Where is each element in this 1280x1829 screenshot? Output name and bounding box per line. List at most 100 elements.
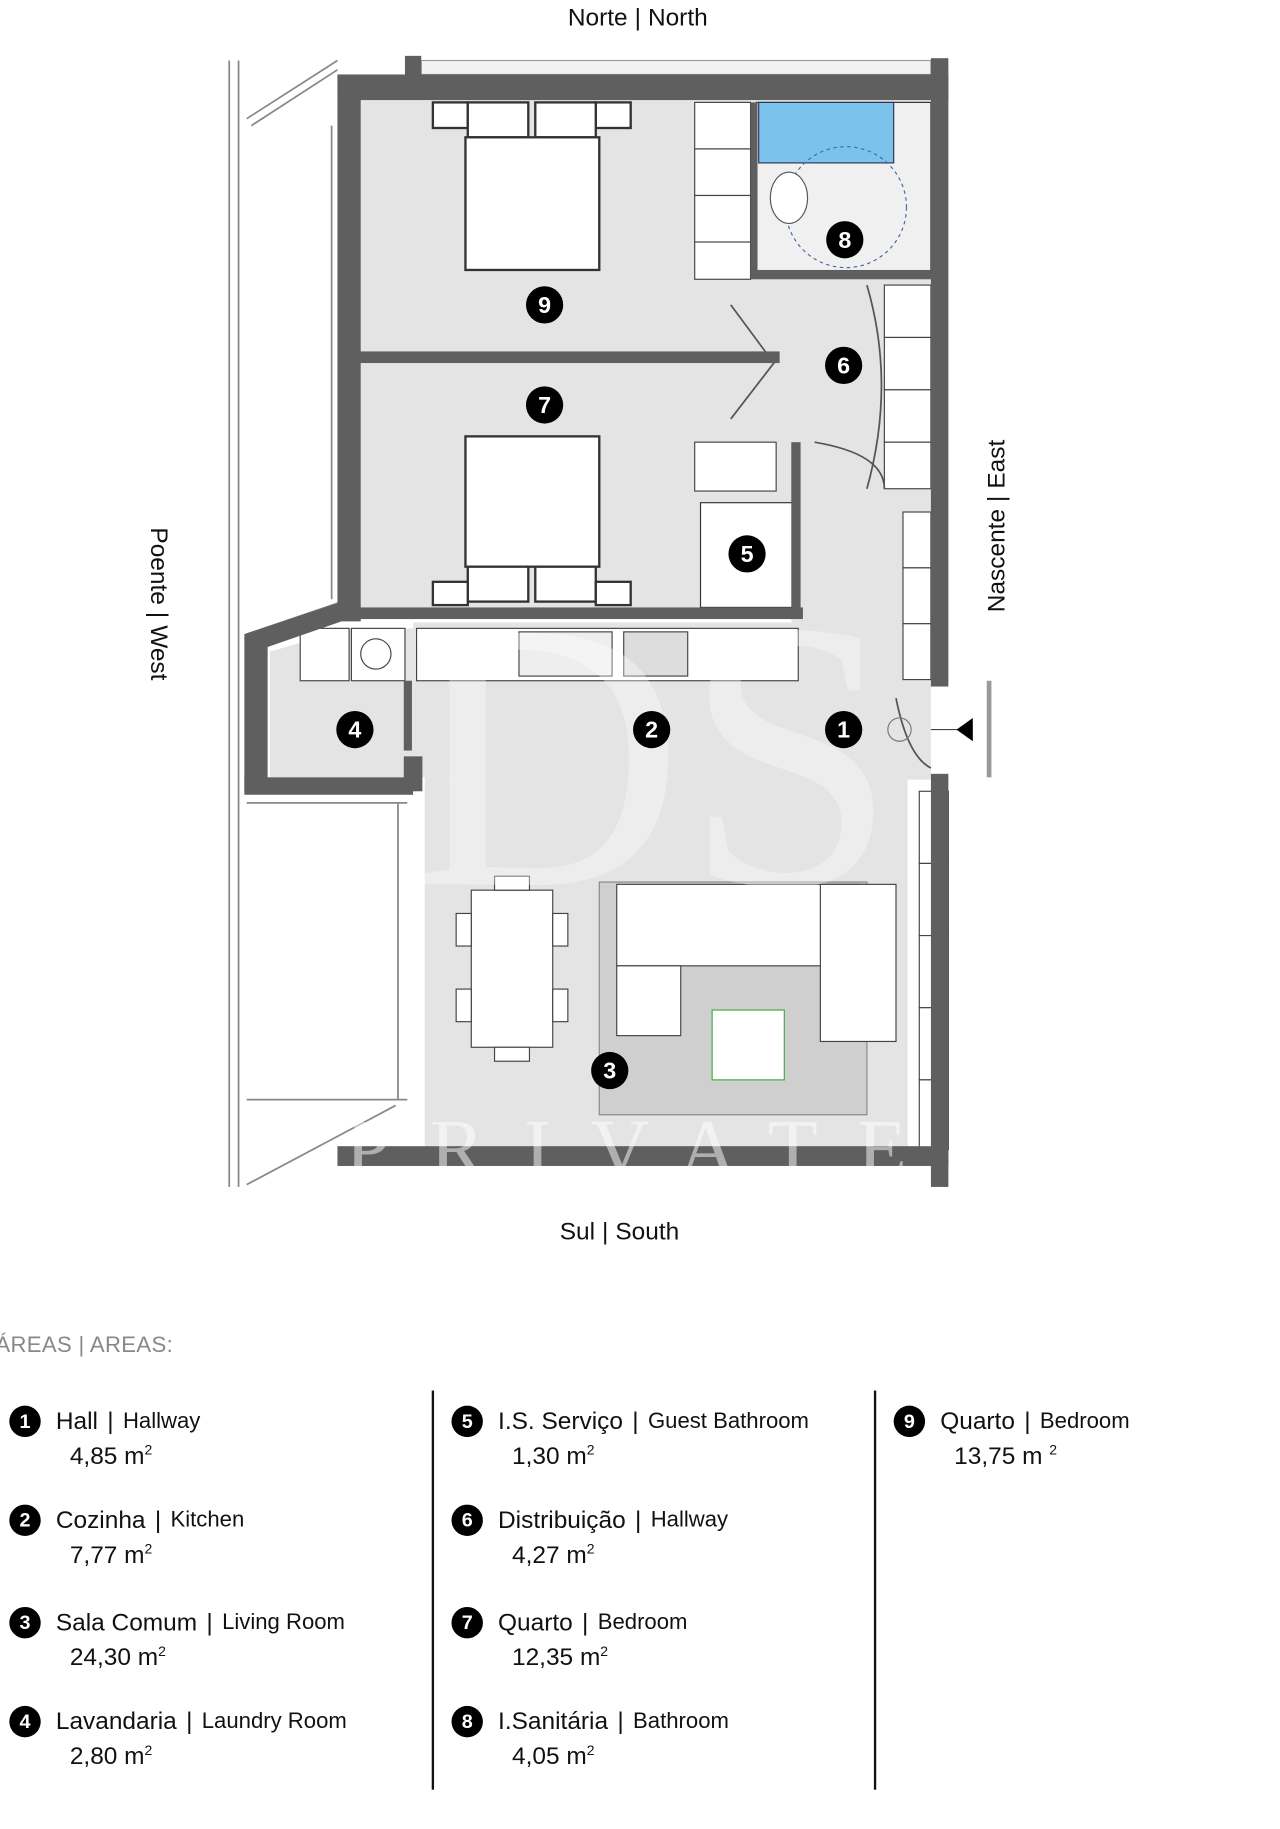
- area-value: 7,77 m: [69, 1541, 145, 1569]
- south-pt: Sul: [559, 1218, 596, 1246]
- wardrobes: [694, 101, 949, 1151]
- area-unit-exponent: 2: [144, 1741, 153, 1759]
- north-terrace: [420, 59, 932, 76]
- watermark-text: PRIVATE: [345, 1102, 946, 1193]
- area-number-badge: 8: [451, 1705, 483, 1738]
- marker-circle: [633, 710, 671, 749]
- room-area: 4,27 m2: [512, 1541, 728, 1570]
- area-number-badge: 9: [893, 1405, 926, 1438]
- north-en: North: [647, 4, 708, 32]
- area-item-label: 9 Quarto | Bedroom: [893, 1405, 1130, 1438]
- areas-title: ÁREAS | AREAS:: [0, 1333, 174, 1358]
- area-value: 2,80 m: [69, 1743, 145, 1770]
- dining-table: [470, 889, 554, 1048]
- area-unit-exponent: 2: [586, 1741, 595, 1759]
- doors: [730, 284, 932, 769]
- marker-circle: [728, 535, 766, 573]
- walls: [244, 55, 949, 1187]
- room-name-en: Bedroom: [1039, 1408, 1130, 1434]
- area-unit-exponent: 2: [144, 1441, 153, 1459]
- area-item: 8 I.Sanitária | Bathroom 4,05 m2: [451, 1705, 729, 1771]
- entrance-arrow-icon: [956, 717, 973, 742]
- area-item-label: 2 Cozinha | Kitchen: [9, 1504, 245, 1537]
- separator: |: [154, 1506, 162, 1534]
- marker-number: 4: [348, 717, 361, 743]
- watermark-logo: DS: [406, 543, 897, 968]
- separator: |: [582, 1608, 589, 1636]
- room-marker-4: 4: [336, 710, 374, 749]
- room-name-en: Hallway: [650, 1507, 729, 1532]
- room-name-pt: Sala Comum: [55, 1608, 198, 1636]
- area-item: 2 Cozinha | Kitchen 7,77 m2: [9, 1504, 245, 1570]
- separator: |: [107, 1407, 114, 1435]
- separator: |: [617, 1707, 624, 1735]
- room-area: 12,35 m2: [512, 1643, 687, 1672]
- room-area: 4,85 m2: [70, 1442, 201, 1471]
- area-item: 9 Quarto | Bedroom 13,75 m 2: [893, 1405, 1130, 1471]
- compass-south: Sul|South: [560, 1218, 680, 1246]
- area-unit-exponent: 2: [1049, 1441, 1058, 1459]
- area-number-badge: 6: [451, 1504, 483, 1537]
- room-name-en: Bedroom: [597, 1609, 688, 1635]
- living-furniture: [455, 875, 897, 1116]
- marker-circle: [825, 346, 863, 385]
- room-name-pt: Distribuição: [498, 1506, 626, 1534]
- area-value: 12,35 m: [512, 1644, 601, 1671]
- room-name-en: Bathroom: [633, 1708, 729, 1734]
- room-marker-8: 8: [826, 221, 864, 259]
- area-item-label: 8 I.Sanitária | Bathroom: [451, 1705, 729, 1738]
- area-item: 4 Lavandaria | Laundry Room 2,80 m2: [9, 1705, 347, 1771]
- area-number-badge: 4: [9, 1705, 41, 1738]
- beds: [431, 101, 632, 607]
- area-number-badge: 2: [9, 1504, 41, 1537]
- room-name-en: Kitchen: [170, 1507, 245, 1532]
- area-number-badge: 1: [9, 1405, 41, 1438]
- room-name-pt: I.Sanitária: [498, 1707, 609, 1735]
- marker-number: 3: [603, 1058, 616, 1084]
- area-item-label: 7 Quarto | Bedroom: [451, 1606, 688, 1639]
- room-area: 7,77 m2: [70, 1541, 244, 1570]
- toilet: [769, 171, 809, 225]
- room-name-en: Hallway: [122, 1408, 201, 1434]
- north-pt: Norte: [567, 4, 628, 32]
- column-divider: [431, 1390, 435, 1790]
- south-en: South: [615, 1218, 680, 1246]
- room-marker-7: 7: [525, 386, 564, 424]
- marker-circle: [591, 1051, 629, 1090]
- room-name-pt: Quarto: [498, 1608, 573, 1636]
- area-value: 13,75 m: [954, 1442, 1050, 1470]
- room-name-pt: I.S. Serviço: [498, 1407, 623, 1435]
- separator: |: [186, 1707, 193, 1735]
- marker-circle: [826, 221, 864, 259]
- room-marker-6: 6: [825, 346, 863, 385]
- area-item: 5 I.S. Serviço | Guest Bathroom 1,30 m2: [451, 1405, 809, 1471]
- marker-number: 5: [741, 541, 754, 567]
- area-item: 1 Hall | Hallway 4,85 m2: [9, 1405, 201, 1471]
- area-unit-exponent: 2: [586, 1441, 595, 1459]
- room-marker-1: 1: [825, 710, 863, 749]
- room-markers: 1 2 3 4 5 6 7 8 9: [336, 221, 864, 1090]
- area-value: 4,27 m: [512, 1541, 587, 1569]
- room-name-en: Living Room: [222, 1609, 345, 1635]
- area-number-badge: 3: [9, 1606, 41, 1639]
- room-area: 2,80 m2: [70, 1742, 347, 1771]
- marker-number: 9: [538, 292, 551, 318]
- room-marker-5: 5: [728, 535, 766, 573]
- separator: |: [1024, 1407, 1031, 1435]
- area-item-label: 5 I.S. Serviço | Guest Bathroom: [451, 1405, 809, 1438]
- area-unit-exponent: 2: [144, 1540, 153, 1557]
- room-name-pt: Hall: [55, 1407, 98, 1435]
- room-area: 4,05 m2: [512, 1742, 729, 1771]
- area-item: 6 Distribuição | Hallway 4,27 m2: [451, 1504, 729, 1570]
- area-unit-exponent: 2: [158, 1643, 166, 1660]
- separator: |: [632, 1407, 639, 1435]
- area-item-label: 6 Distribuição | Hallway: [451, 1504, 729, 1537]
- area-number-badge: 5: [451, 1405, 483, 1438]
- marker-number: 7: [538, 392, 551, 418]
- area-item: 7 Quarto | Bedroom 12,35 m2: [451, 1606, 688, 1672]
- shower: [758, 101, 895, 164]
- area-item: 3 Sala Comum | Living Room 24,30 m2: [9, 1606, 345, 1672]
- marker-number: 8: [838, 227, 851, 253]
- room-marker-2: 2: [633, 710, 671, 749]
- room-area: 1,30 m2: [512, 1442, 809, 1471]
